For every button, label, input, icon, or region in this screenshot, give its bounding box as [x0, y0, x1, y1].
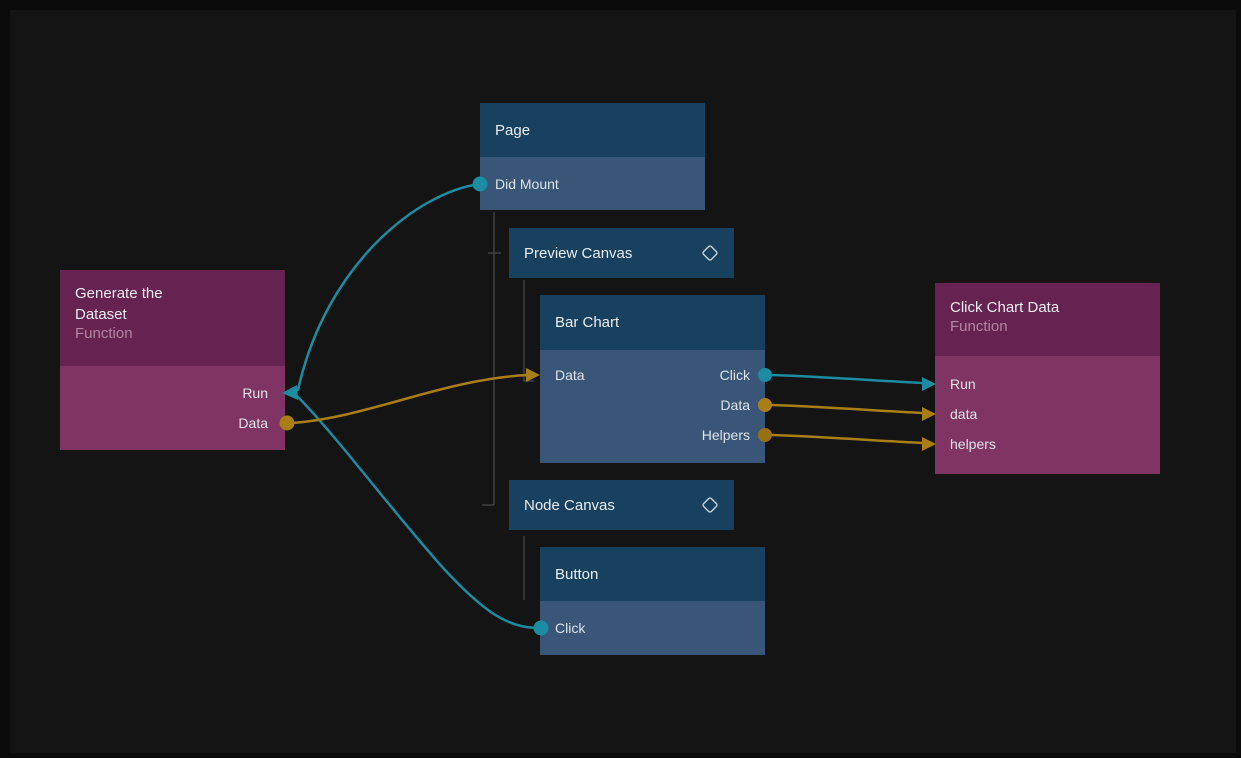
canvas-frame-left — [0, 0, 10, 758]
port-ccd-helpers-input[interactable]: helpers — [950, 436, 996, 452]
node-node-canvas[interactable]: Node Canvas — [509, 480, 734, 530]
node-bar-chart[interactable]: Bar Chart Data Click Data Helpers — [540, 295, 765, 463]
canvas-frame-bottom — [0, 753, 1241, 758]
wire-barchartdata-to-ccddata[interactable] — [770, 403, 924, 415]
canvas-frame-right — [1236, 0, 1241, 758]
arrowhead-ccd-data-input — [922, 407, 936, 421]
node-preview-canvas[interactable]: Preview Canvas — [509, 228, 734, 278]
node-node-canvas-title: Node Canvas — [524, 496, 615, 514]
port-label-click: Click — [555, 620, 586, 636]
node-generate-subtitle: Function — [75, 325, 133, 342]
node-bar-chart-ports: Data Click Data Helpers — [540, 350, 765, 463]
node-bar-chart-title: Bar Chart — [555, 314, 620, 331]
arrowhead-barchart-data-input — [526, 368, 540, 382]
arrowhead-ccd-helpers-input — [922, 437, 936, 451]
port-barchart-data-output[interactable]: Data — [720, 397, 750, 413]
port-barchart-data-input[interactable]: Data — [555, 367, 585, 383]
node-generate-header[interactable]: Generate the Dataset Function — [60, 270, 285, 366]
arrowhead-ccd-run-input — [922, 377, 936, 391]
wire-didmount-to-run[interactable] — [296, 182, 482, 392]
wire-barchartclick-to-ccdrun[interactable] — [770, 373, 924, 385]
node-ccd-subtitle: Function — [950, 318, 1008, 335]
node-click-chart-data[interactable]: Click Chart Data Function Run data helpe… — [935, 283, 1160, 474]
wire-generatedata-to-barchartdata[interactable] — [291, 373, 529, 425]
node-page-header[interactable]: Page — [480, 103, 705, 157]
tree-line-preview-to-barchart — [523, 280, 534, 382]
node-generate-title: Generate the Dataset — [75, 285, 163, 323]
canvas-frame-top — [0, 0, 1241, 10]
wire-barcharthelpers-to-ccdhelpers[interactable] — [770, 433, 924, 445]
node-button-title: Button — [555, 565, 599, 583]
port-page-did-mount[interactable]: Did Mount — [480, 157, 705, 210]
node-button[interactable]: Button Click — [540, 547, 765, 655]
port-label-did-mount: Did Mount — [495, 175, 559, 192]
port-barchart-click-output[interactable]: Click — [719, 367, 750, 383]
node-ccd-header[interactable]: Click Chart Data Function — [935, 283, 1160, 356]
port-barchart-helpers-output[interactable]: Helpers — [701, 427, 750, 443]
node-generate-ports: Run Data — [60, 366, 285, 450]
port-generate-data-output[interactable]: Data — [238, 415, 268, 431]
port-button-click[interactable]: Click — [540, 601, 765, 655]
node-bar-chart-header[interactable]: Bar Chart — [540, 295, 765, 350]
node-page-title: Page — [495, 121, 531, 139]
node-ccd-ports: Run data helpers — [935, 356, 1160, 474]
node-button-header[interactable]: Button — [540, 547, 765, 601]
node-ccd-title: Click Chart Data — [950, 299, 1060, 316]
node-page[interactable]: Page Did Mount — [480, 103, 705, 210]
diamond-icon — [702, 245, 718, 261]
diamond-icon — [702, 497, 718, 513]
wire-buttonclick-to-run[interactable] — [296, 395, 538, 630]
port-generate-run-input[interactable]: Run — [242, 385, 268, 401]
node-node-canvas-header[interactable]: Node Canvas — [509, 480, 734, 530]
port-ccd-run-input[interactable]: Run — [950, 376, 976, 392]
node-preview-canvas-title: Preview Canvas — [524, 244, 633, 262]
port-ccd-data-input[interactable]: data — [950, 406, 978, 422]
node-preview-canvas-header[interactable]: Preview Canvas — [509, 228, 734, 278]
node-generate-the-dataset[interactable]: Generate the Dataset Function Run Data — [60, 270, 285, 450]
